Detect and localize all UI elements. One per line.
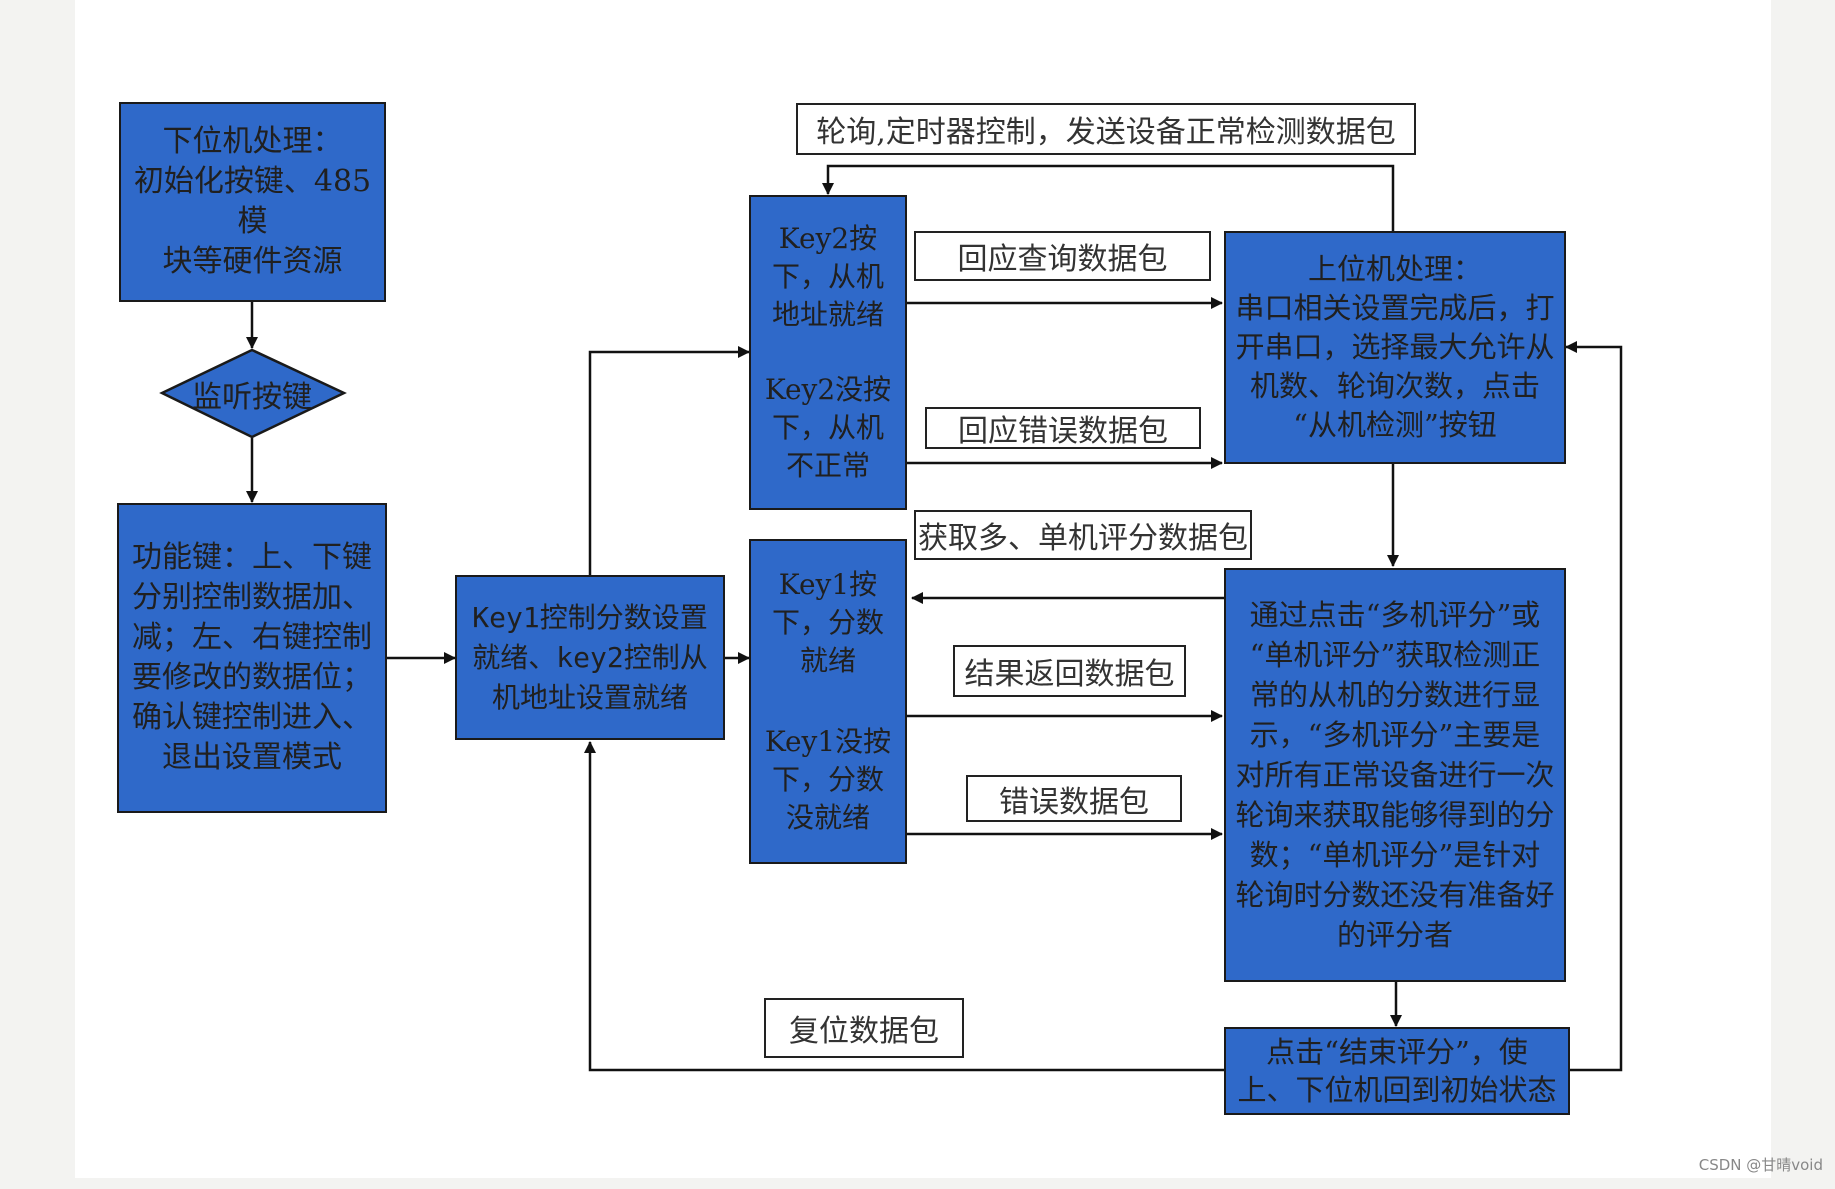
watermark-text: CSDN @甘晴void <box>1698 1156 1823 1174</box>
arrow-polling-loop <box>822 164 1395 232</box>
key2-status-box: Key2按 下，从机 地址就绪 Key2没按 下，从机 不正常 <box>749 195 907 510</box>
reply-query-label: 回应查询数据包 <box>914 231 1211 281</box>
error-packet-label: 错误数据包 <box>966 775 1182 822</box>
arrow-reset-loop <box>584 741 1224 1072</box>
key2-not-pressed-text: Key2没按 下，从机 不正常 <box>764 373 892 483</box>
polling-label: 轮询,定时器控制，发送设备正常检测数据包 <box>796 103 1416 155</box>
end-scoring-box: 点击“结束评分”，使 上、下位机回到初始状态 <box>1224 1027 1570 1115</box>
scoring-process-box: 通过点击“多机评分”或 “单机评分”获取检测正 常的从机的分数进行显 示，“多机… <box>1224 568 1566 982</box>
key1-key2-ready-box: Key1控制分数设置 就绪、key2控制从 机地址设置就绪 <box>455 575 725 740</box>
listen-keys-diamond <box>159 348 347 439</box>
key1-pressed-text: Key1按 下，分数 就绪 <box>771 568 884 678</box>
key1-not-pressed-text: Key1没按 下，分数 没就绪 <box>764 724 892 834</box>
reply-error-label: 回应错误数据包 <box>925 407 1201 449</box>
function-keys-box: 功能键：上、下键 分别控制数据加、 减；左、右键控制 要修改的数据位； 确认键控… <box>117 503 387 813</box>
arrow-ready-to-key2 <box>588 346 750 577</box>
listen-keys-label: 监听按键 <box>192 380 312 415</box>
upper-machine-process-box: 上位机处理： 串口相关设置完成后，打 开串口，选择最大允许从 机数、轮询次数，点… <box>1224 231 1566 464</box>
get-scores-label: 获取多、单机评分数据包 <box>914 510 1252 560</box>
key1-status-box: Key1按 下，分数 就绪 Key1没按 下，分数 没就绪 <box>749 539 907 864</box>
reset-packet-label: 复位数据包 <box>764 998 964 1058</box>
result-return-label: 结果返回数据包 <box>953 645 1186 697</box>
arrow-right-loop <box>1565 341 1623 1072</box>
lower-machine-init-box: 下位机处理： 初始化按键、485模 块等硬件资源 <box>119 102 386 302</box>
key2-pressed-text: Key2按 下，从机 地址就绪 <box>771 221 884 331</box>
